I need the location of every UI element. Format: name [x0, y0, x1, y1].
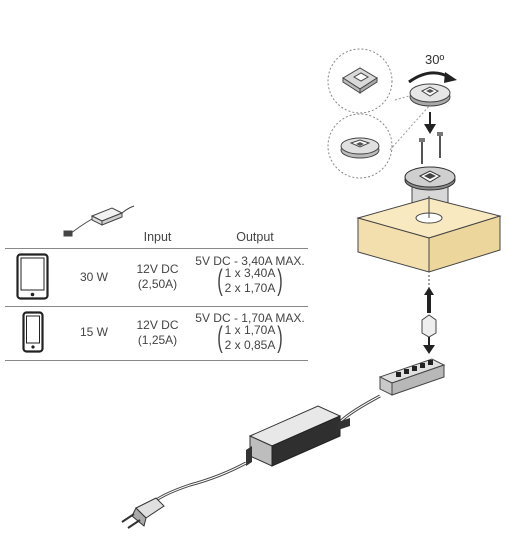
socket-cap	[409, 83, 451, 107]
output-rating: 5V DC - 3,40A MAX.	[195, 254, 305, 268]
input-current: (2,50A)	[137, 277, 178, 291]
down-arrow-icon	[424, 112, 436, 134]
output-port-a: 1 x 1,70A	[224, 323, 276, 337]
table-divider	[5, 360, 308, 361]
table-divider	[5, 306, 308, 307]
detail-circle-top	[327, 48, 393, 114]
input-voltage: 12V DC	[136, 318, 179, 332]
output-port-a: 1 x 3,40A	[224, 266, 276, 280]
column-header-input: Input	[143, 230, 172, 244]
rotate-arrow-icon	[408, 71, 457, 84]
power-adapter	[246, 405, 350, 467]
distribution-block	[378, 358, 446, 396]
output-port-b: 2 x 1,70A	[224, 281, 276, 295]
adapter-mini-icon	[63, 205, 135, 237]
wood-panel	[356, 196, 502, 273]
output-ports: ( 1 x 3,40A 2 x 1,70A )	[216, 264, 284, 297]
screw-icon	[437, 132, 443, 158]
plug-icon	[121, 497, 165, 529]
output-ports: ( 1 x 1,70A 2 x 0,85A )	[216, 321, 284, 354]
power-value: 30 W	[80, 270, 109, 284]
rotation-angle-label: 30º	[425, 52, 445, 67]
adapter-cable	[338, 394, 381, 424]
connection-cable	[421, 275, 437, 354]
tablet-icon	[16, 253, 49, 300]
table-divider	[5, 248, 308, 249]
input-current: (1,25A)	[137, 333, 178, 347]
phone-icon	[22, 311, 44, 353]
input-voltage: 12V DC	[136, 262, 179, 276]
screw-icon	[419, 138, 425, 164]
column-header-output: Output	[236, 230, 274, 244]
power-value: 15 W	[80, 325, 109, 339]
output-rating: 5V DC - 1,70A MAX.	[195, 311, 305, 325]
detail-circle-bottom	[327, 113, 393, 179]
output-port-b: 2 x 0,85A	[224, 338, 276, 352]
